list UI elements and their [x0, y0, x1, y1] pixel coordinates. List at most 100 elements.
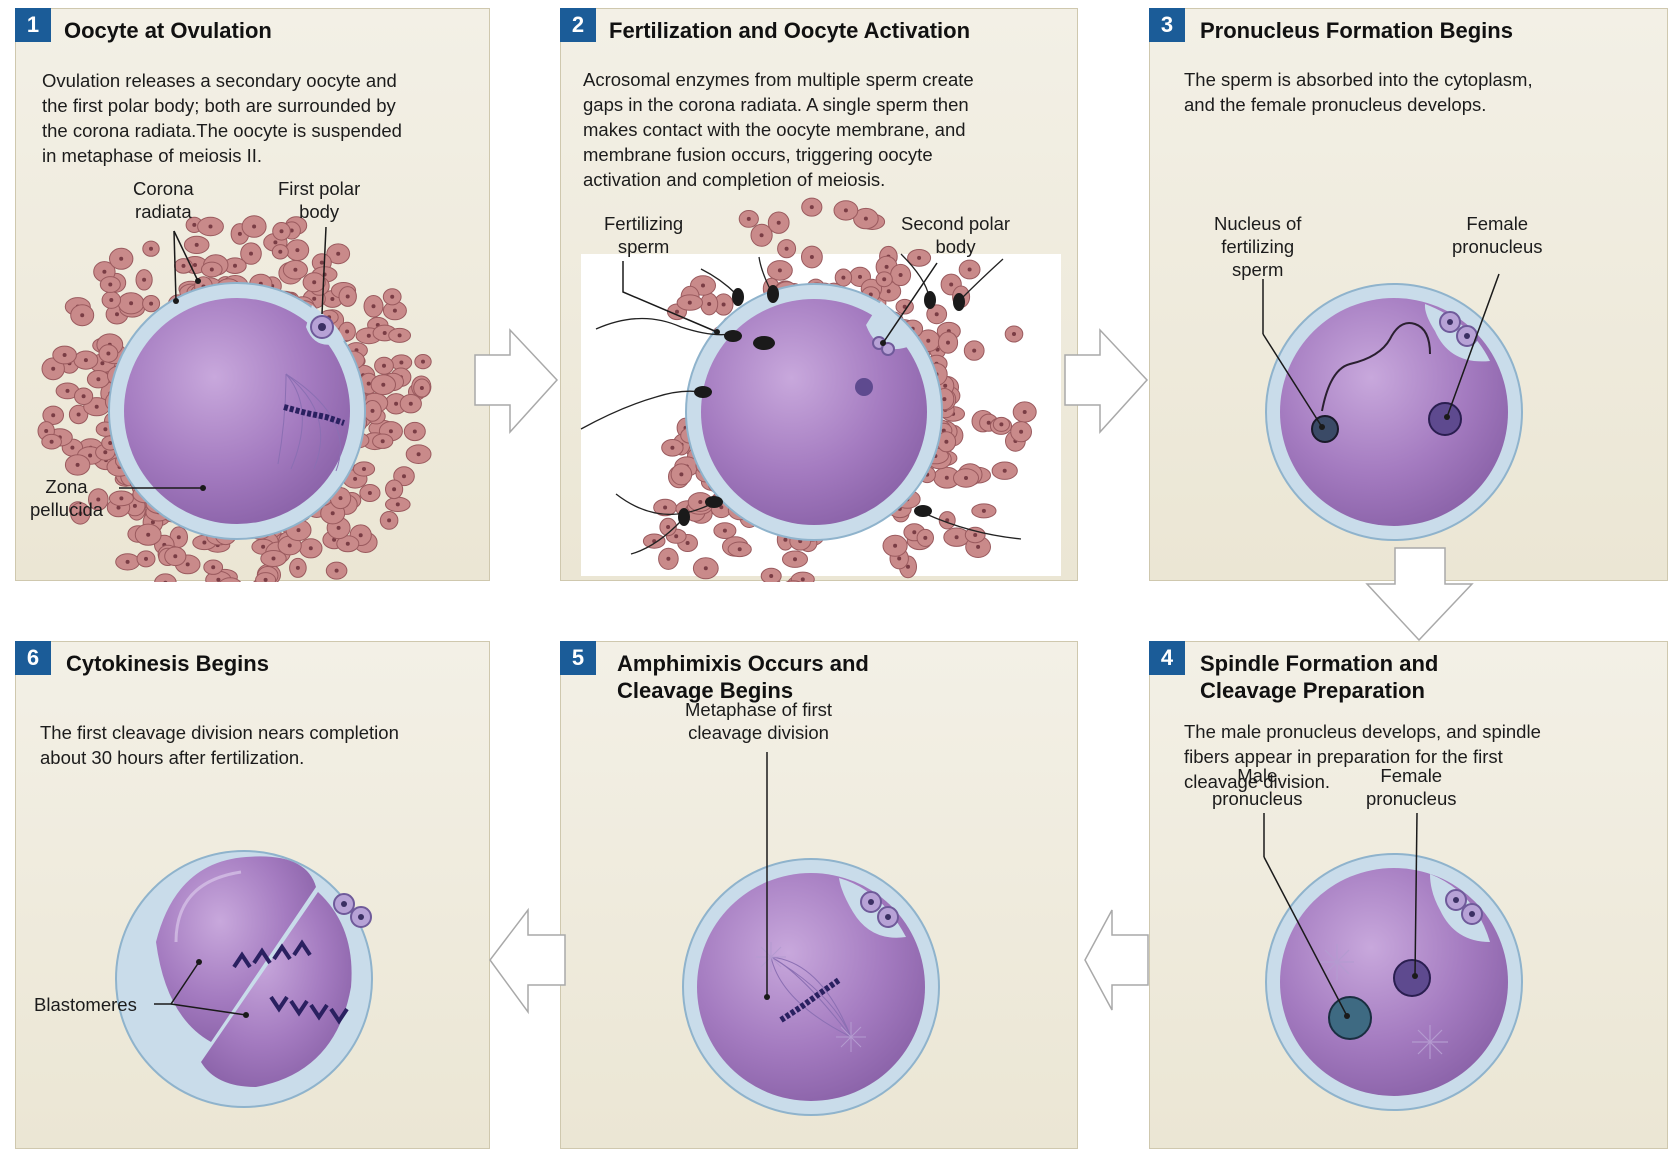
corona-cell-nucleus — [1012, 332, 1016, 336]
corona-cell-nucleus — [336, 252, 340, 256]
corona-cell-nucleus — [173, 554, 177, 558]
corona-cell-nucleus — [747, 217, 751, 221]
corona-cell-nucleus — [666, 557, 670, 561]
female-pronucleus — [1394, 960, 1430, 996]
corona-cell-nucleus — [362, 467, 366, 471]
corona-cell-nucleus — [96, 377, 100, 381]
corona-cell-nucleus — [368, 491, 372, 495]
corona-cell-nucleus — [674, 534, 678, 538]
corona-cell-nucleus — [309, 546, 313, 550]
corona-cell-nucleus — [100, 361, 104, 365]
corona-cell-nucleus — [82, 394, 86, 398]
corona-cell-nucleus — [339, 496, 343, 500]
corona-cell-nucleus — [312, 297, 316, 301]
corona-cell-nucleus — [982, 509, 986, 513]
corona-cell-nucleus — [312, 280, 316, 284]
corona-cell-nucleus — [115, 312, 119, 316]
corona-cell-nucleus — [738, 547, 742, 551]
corona-cell-nucleus — [393, 309, 397, 313]
corona-cell-nucleus — [688, 301, 692, 305]
panel-6: 6 Cytokinesis Begins The first cleavage … — [15, 641, 490, 1149]
corona-cell-nucleus — [420, 386, 424, 390]
corona-cell-nucleus — [95, 405, 99, 409]
corona-cell-nucleus — [293, 268, 297, 272]
corona-cell-nucleus — [778, 268, 782, 272]
label-nucleus-of-fertilizing-sperm: Nucleus offertilizingsperm — [1214, 212, 1301, 281]
corona-cell-nucleus — [108, 441, 112, 445]
label-male-pronucleus: Malepronucleus — [1212, 764, 1303, 810]
label-first-polar-body: First polarbody — [278, 177, 360, 223]
corona-cell-nucleus — [389, 429, 393, 433]
corona-cell-nucleus — [144, 557, 148, 561]
corona-cell-nucleus — [704, 566, 708, 570]
corona-cell-nucleus — [278, 250, 282, 254]
corona-cell-nucleus — [944, 440, 948, 444]
corona-cell-nucleus — [399, 361, 403, 365]
corona-cell-nucleus — [698, 500, 702, 504]
corona-cell-nucleus — [841, 276, 845, 280]
corona-cell-nucleus — [943, 384, 947, 388]
panel-4: 4 Spindle Formation and Cleavage Prepara… — [1149, 641, 1668, 1149]
corona-cell-nucleus — [296, 566, 300, 570]
corona-cell-nucleus — [330, 297, 334, 301]
corona-cell-nucleus — [337, 526, 341, 530]
corona-cell-nucleus — [202, 541, 206, 545]
corona-cell-nucleus — [126, 560, 130, 564]
corona-cell-nucleus — [783, 538, 787, 542]
corona-cell-nucleus — [359, 533, 363, 537]
spindle-formation-illustration — [1150, 642, 1668, 1150]
pronucleus-formation-illustration — [1150, 9, 1668, 582]
corona-cell-nucleus — [885, 265, 889, 269]
corona-cell-nucleus — [146, 533, 150, 537]
corona-cell-nucleus — [129, 301, 133, 305]
corona-cell-nucleus — [295, 248, 299, 252]
corona-cell-nucleus — [723, 529, 727, 533]
label-zona-pellucida: Zonapellucida — [30, 475, 103, 521]
corona-cell-nucleus — [261, 545, 265, 549]
corona-cell-nucleus — [249, 252, 253, 256]
corona-cell-nucleus — [409, 402, 413, 406]
corona-cell-nucleus — [383, 331, 387, 335]
panel-5: 5 Amphimixis Occurs and Cleavage Begins … — [560, 641, 1078, 1149]
corona-cell-nucleus — [371, 409, 375, 413]
corona-cell-nucleus — [103, 450, 107, 454]
corona-cell-nucleus — [999, 422, 1003, 426]
corona-cell-nucleus — [346, 542, 350, 546]
corona-cell-nucleus — [44, 429, 48, 433]
corona-cell-nucleus — [88, 454, 92, 458]
corona-cell-nucleus — [193, 263, 197, 267]
corona-cell-nucleus — [923, 536, 927, 540]
corona-cell-nucleus — [70, 446, 74, 450]
corona-cell-nucleus — [381, 383, 385, 387]
corona-cell-nucleus — [346, 295, 350, 299]
corona-cell-nucleus — [686, 541, 690, 545]
corona-cell-nucleus — [394, 402, 398, 406]
corona-cell-nucleus — [102, 270, 106, 274]
corona-cell-nucleus — [912, 530, 916, 534]
corona-cell-nucleus — [722, 303, 726, 307]
corona-cell-nucleus — [387, 518, 391, 522]
corona-cell-nucleus — [679, 472, 683, 476]
corona-cell-nucleus — [353, 477, 357, 481]
corona-cell-nucleus — [210, 268, 214, 272]
corona-cell-nucleus — [793, 557, 797, 561]
corona-cell-nucleus — [108, 283, 112, 287]
corona-cell-nucleus — [103, 427, 107, 431]
corona-cell-nucleus — [288, 544, 292, 548]
corona-cell-nucleus — [119, 257, 123, 261]
corona-cell-nucleus — [119, 496, 123, 500]
corona-cell-nucleus — [935, 312, 939, 316]
corona-cell-nucleus — [769, 574, 773, 578]
corona-cell-nucleus — [280, 229, 284, 233]
panel-1: 1 Oocyte at Ovulation Ovulation releases… — [15, 8, 490, 581]
corona-cell-nucleus — [195, 243, 199, 247]
label-blastomeres: Blastomeres — [34, 993, 137, 1016]
corona-cell-nucleus — [976, 545, 980, 549]
corona-cell-nucleus — [858, 275, 862, 279]
corona-cell-nucleus — [899, 273, 903, 277]
corona-cell-nucleus — [882, 277, 886, 281]
corona-cell-nucleus — [897, 557, 901, 561]
corona-cell-nucleus — [675, 310, 679, 314]
